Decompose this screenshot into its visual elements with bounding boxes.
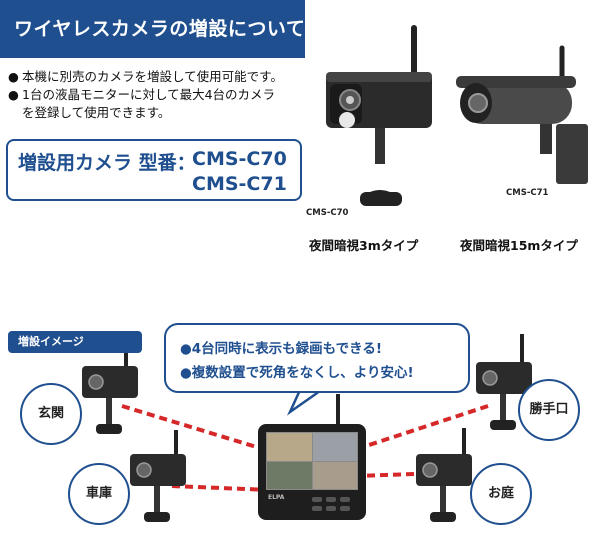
camera-c70-type: 夜間暗視3mタイプ xyxy=(309,238,419,253)
model-number-c71: CMS-C71 xyxy=(192,173,287,195)
list-item: ● 1台の液晶モニターに対して最大4台のカメラ xyxy=(8,87,276,102)
camera-c70-icon xyxy=(326,25,432,206)
bullet-icon: ● xyxy=(8,87,19,102)
monitor-brand-label: ELPA xyxy=(268,494,285,501)
camera-garden-icon xyxy=(416,428,472,522)
camera-c71-icon xyxy=(456,45,588,184)
model-number-box: 増設用カメラ 型番： CMS-C70 CMS-C71 xyxy=(6,139,302,201)
bubble-line-1: ●4台同時に表示も録画もできる! xyxy=(180,341,383,357)
bullet-icon: ● xyxy=(8,69,19,84)
section-title-banner: ワイヤレスカメラの増設について xyxy=(0,0,305,58)
feature-list: ● 本機に別売のカメラを増設して使用可能です。 ● 1台の液晶モニターに対して最… xyxy=(8,68,318,122)
bubble-line-2: ●複数設置で死角をなくし、より安心! xyxy=(180,365,414,381)
list-item: ● 本機に別売のカメラを増設して使用可能です。 xyxy=(8,69,283,84)
location-garden: お庭 xyxy=(470,463,532,525)
location-garage: 車庫 xyxy=(68,463,130,525)
camera-c71-model-caption: CMS-C71 xyxy=(506,188,549,198)
camera-c71-type: 夜間暗視15mタイプ xyxy=(460,238,578,253)
camera-c70-model-caption: CMS-C70 xyxy=(306,208,349,218)
section-title: ワイヤレスカメラの増設について xyxy=(14,18,306,40)
model-number-c70: CMS-C70 xyxy=(192,148,287,170)
location-backdoor: 勝手口 xyxy=(518,379,580,441)
camera-backdoor-icon xyxy=(476,334,532,430)
camera-garage-icon xyxy=(130,430,186,522)
bubble-tail xyxy=(286,388,324,416)
lcd-monitor-icon xyxy=(258,394,366,520)
signal-lines xyxy=(121,404,489,492)
list-item: を登録して使用できます。 xyxy=(22,105,171,120)
camera-entrance-icon xyxy=(82,340,138,434)
diagram-tag: 増設イメージ xyxy=(8,331,142,353)
feature-bubble: ●4台同時に表示も録画もできる! ●複数設置で死角をなくし、より安心! xyxy=(164,323,470,393)
location-entrance: 玄関 xyxy=(20,383,82,445)
model-box-title: 増設用カメラ 型番： xyxy=(18,152,196,174)
